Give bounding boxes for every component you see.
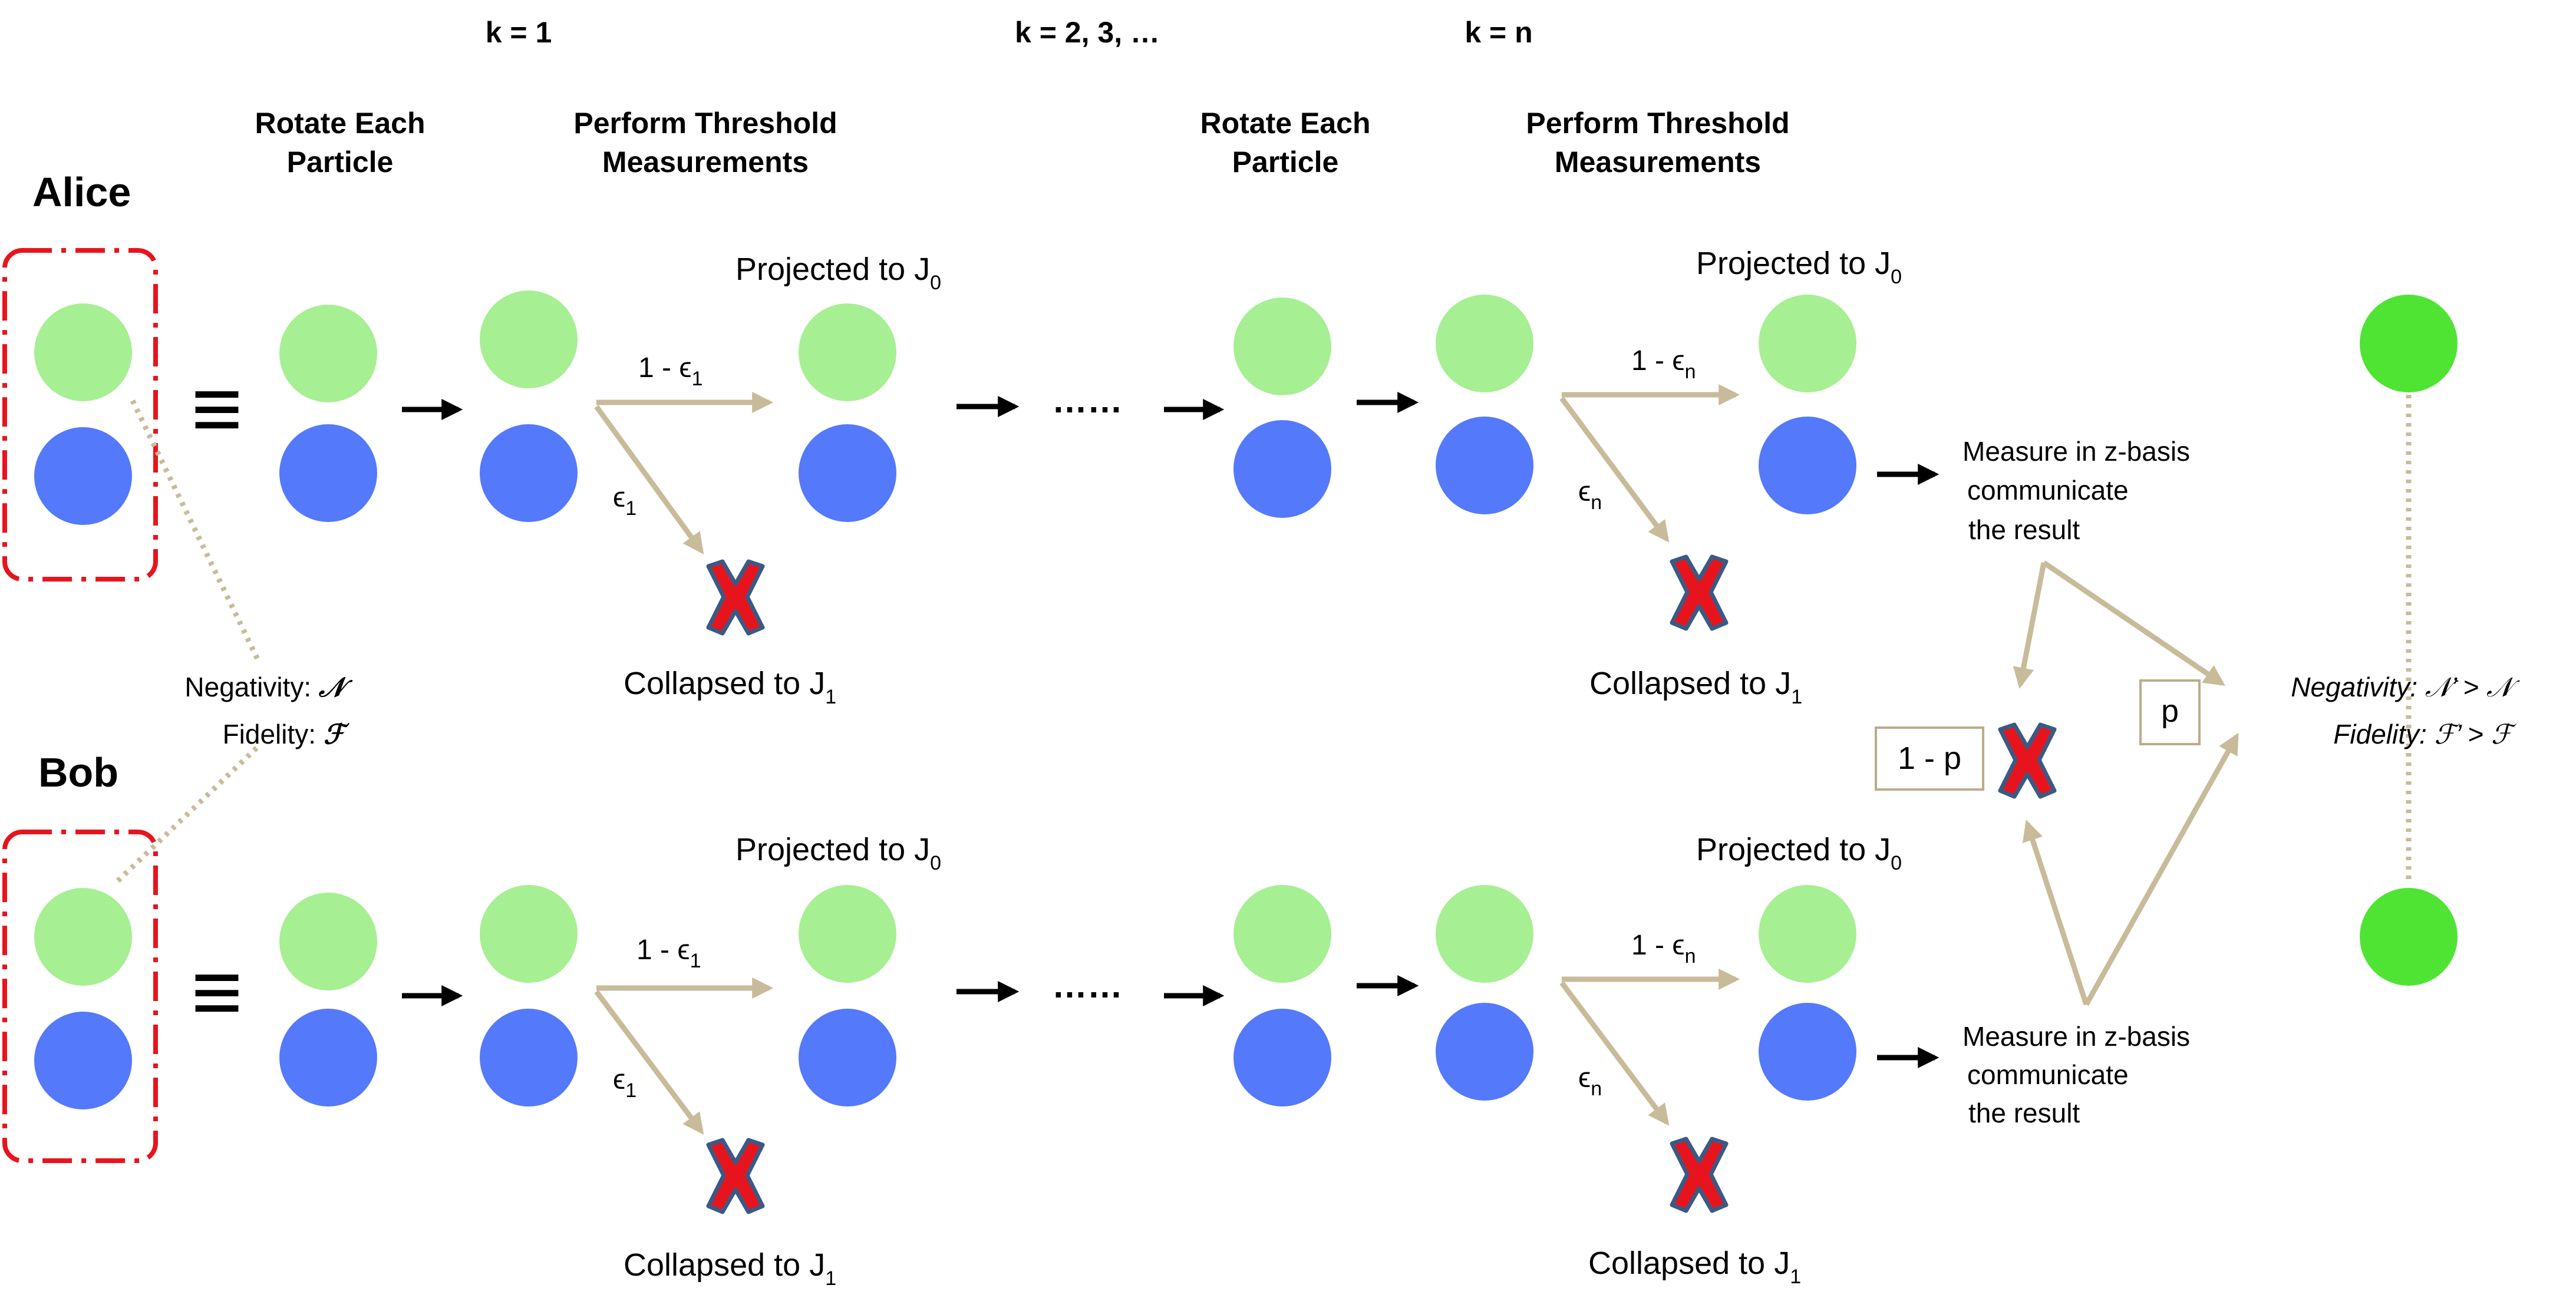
bob-to-fail-arrow	[2022, 820, 2089, 1006]
bob-particle-rotn-blue	[1233, 1009, 1331, 1106]
alice-particle-thr1-blue	[480, 424, 578, 522]
bob-particle-thr1-blue	[480, 1009, 578, 1106]
bob-measure-line3: the result	[1968, 1098, 2080, 1128]
alice-branch-fail-1	[594, 405, 704, 554]
bob-particle-thr1-green	[480, 885, 578, 983]
final-particle-bob	[2360, 888, 2458, 986]
bob-correlation-dotted-line	[116, 743, 262, 883]
alice-particle-initial-blue	[34, 427, 132, 525]
alice-particle-rotn-green	[1233, 298, 1331, 395]
bob-particle-rot1-green	[279, 893, 377, 990]
bob-label: Bob	[38, 749, 118, 795]
header-rotate-1-line2: Particle	[287, 146, 394, 179]
bob-particle-projn-blue	[1759, 1003, 1856, 1101]
bob-discard-cross-1-icon	[708, 1140, 763, 1212]
initial-negativity: Negativity: 𝒩	[184, 672, 353, 702]
bob-fail-prob-n: ϵn	[1578, 1062, 1602, 1100]
alice-particle-rot1-blue	[279, 424, 377, 522]
bob-particle-projn-green	[1759, 885, 1856, 983]
alice-particle-rot1-green	[279, 305, 377, 402]
alice-to-success-arrow	[2042, 560, 2225, 686]
final-negativity: Negativity: 𝒩’ > 𝒩	[2291, 672, 2520, 702]
alice-particle-thrn-green	[1436, 295, 1533, 392]
header-k2: k = 2, 3, …	[1015, 16, 1160, 49]
bob-particle-proj1-green	[799, 885, 896, 983]
alice-pair-dashed-box	[2, 248, 158, 582]
bob-branch-fail-n	[1559, 981, 1670, 1126]
bob-equiv-symbol: ≡	[191, 942, 243, 1041]
bob-branch-fail-1	[594, 990, 704, 1135]
alice-measure-line3: the result	[1968, 514, 2080, 545]
header-threshold-1-line2: Measurements	[602, 146, 809, 179]
bob-projected-label-1: Projected to J0	[735, 832, 941, 874]
bob-success-prob-1: 1 - ϵ1	[636, 934, 701, 972]
alice-particle-proj1-blue	[799, 424, 896, 522]
initial-fidelity: Fidelity: ℱ	[223, 719, 350, 749]
bob-particle-rot1-blue	[279, 1009, 377, 1106]
alice-measure-line1: Measure in z-basis	[1962, 436, 2190, 467]
alice-collapsed-label-n: Collapsed to J1	[1589, 666, 1802, 708]
bob-particle-rotn-green	[1233, 885, 1331, 983]
bob-particle-initial-blue	[34, 1012, 132, 1109]
bob-projected-label-n: Projected to J0	[1696, 832, 1902, 874]
alice-success-prob-n: 1 - ϵn	[1631, 345, 1696, 383]
bob-discard-cross-n-icon	[1672, 1139, 1726, 1211]
alice-particle-rotn-blue	[1233, 420, 1331, 518]
header-kn: k = n	[1465, 16, 1532, 49]
bob-success-prob-n: 1 - ϵn	[1631, 930, 1696, 967]
bob-to-success-arrow	[2084, 732, 2239, 1006]
header-rotate-1-line1: Rotate Each	[255, 107, 426, 140]
alice-fail-prob-1: ϵ1	[613, 482, 636, 520]
bob-fail-prob-1: ϵ1	[613, 1064, 636, 1102]
alice-discard-cross-1-icon	[708, 561, 763, 633]
bob-collapsed-label-1: Collapsed to J1	[624, 1247, 836, 1290]
alice-collapsed-label-1: Collapsed to J1	[624, 666, 836, 708]
bob-particle-initial-green	[34, 888, 132, 986]
final-discard-cross-icon	[2000, 725, 2054, 797]
alice-particle-projn-blue	[1759, 417, 1856, 514]
bob-ellipsis: ……	[1052, 966, 1123, 1005]
bob-measure-line2: communicate	[1967, 1059, 2129, 1090]
alice-success-prob-1: 1 - ϵ1	[638, 352, 702, 390]
alice-to-fail-arrow	[2013, 562, 2047, 689]
alice-particle-initial-green	[34, 303, 132, 401]
alice-particle-proj1-green	[799, 303, 896, 401]
header-threshold-n-line2: Measurements	[1555, 146, 1761, 179]
header-threshold-n-line1: Perform Threshold	[1526, 107, 1789, 140]
alice-projected-label-1: Projected to J0	[735, 252, 941, 294]
fail-probability-box	[1875, 726, 1984, 791]
alice-particle-thrn-blue	[1436, 417, 1533, 514]
alice-correlation-dotted-line	[130, 399, 262, 664]
final-fidelity: Fidelity: ℱ’ > ℱ	[2333, 719, 2517, 749]
alice-measure-line2: communicate	[1967, 475, 2129, 506]
alice-particle-projn-green	[1759, 295, 1856, 392]
alice-fail-prob-n: ϵn	[1578, 476, 1602, 514]
bob-particle-proj1-blue	[799, 1009, 896, 1106]
bob-particle-thrn-green	[1436, 885, 1533, 983]
success-probability-box	[2139, 679, 2201, 745]
bob-particle-thrn-blue	[1436, 1003, 1533, 1101]
alice-equiv-symbol: ≡	[191, 359, 243, 458]
alice-particle-thr1-green	[480, 290, 578, 388]
fail-probability-label: 1 - p	[1898, 741, 1961, 776]
alice-ellipsis: ……	[1052, 381, 1123, 420]
header-rotate-n-line1: Rotate Each	[1200, 107, 1371, 140]
final-particle-alice	[2360, 295, 2458, 392]
success-probability-label: p	[2161, 693, 2179, 729]
header-rotate-n-line2: Particle	[1232, 146, 1339, 179]
alice-branch-fail-n	[1559, 397, 1670, 543]
bob-pair-dashed-box	[2, 830, 158, 1163]
alice-projected-label-n: Projected to J0	[1696, 246, 1902, 288]
alice-label: Alice	[32, 169, 131, 215]
header-threshold-1-line1: Perform Threshold	[573, 107, 837, 140]
bob-collapsed-label-n: Collapsed to J1	[1588, 1246, 1801, 1288]
header-k1: k = 1	[486, 16, 552, 49]
bob-measure-line1: Measure in z-basis	[1962, 1021, 2190, 1052]
alice-discard-cross-n-icon	[1672, 557, 1726, 629]
